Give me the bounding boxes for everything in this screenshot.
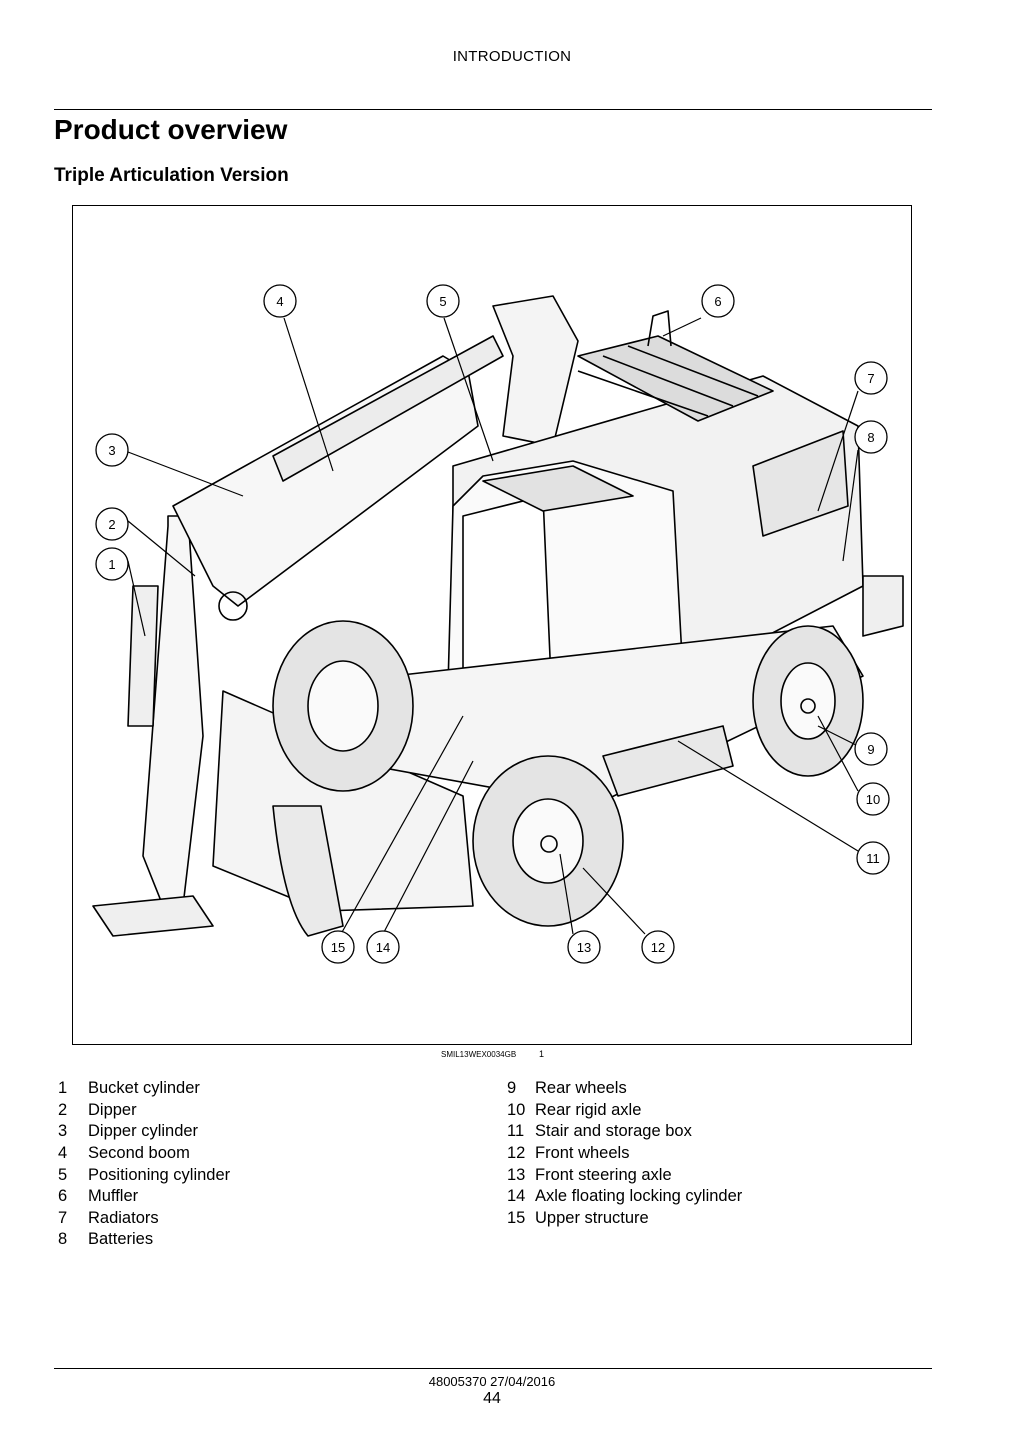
legend-item: 11 Stair and storage box: [507, 1121, 742, 1143]
callout-14-label: 14: [376, 940, 390, 955]
callout-2: 2: [95, 507, 129, 541]
callout-8-label: 8: [867, 430, 874, 445]
legend-item: 4 Second boom: [58, 1143, 230, 1165]
header-rule: [54, 109, 932, 110]
legend-label: Axle floating locking cylinder: [535, 1187, 743, 1206]
callout-7-label: 7: [867, 371, 874, 386]
callout-2-label: 2: [108, 517, 115, 532]
legend-item: 3 Dipper cylinder: [58, 1121, 230, 1143]
legend-num: 9: [507, 1079, 517, 1098]
legend-num: 3: [58, 1122, 68, 1141]
callout-12-label: 12: [651, 940, 665, 955]
callout-10: 10: [856, 782, 890, 816]
legend-label: Dipper: [88, 1100, 137, 1119]
callout-15: 15: [321, 930, 355, 964]
legend-right-column: 9 Rear wheels 10 Rear rigid axle 11 Stair a…: [507, 1078, 742, 1229]
legend-label: Radiators: [88, 1208, 159, 1227]
section-header: INTRODUCTION: [452, 48, 572, 65]
callout-3: 3: [95, 433, 129, 467]
callout-3-label: 3: [108, 443, 115, 458]
callout-5-label: 5: [439, 294, 446, 309]
legend-item: 6 Muffler: [58, 1186, 230, 1208]
legend-num: 14: [507, 1187, 526, 1206]
legend-label: Front wheels: [535, 1144, 630, 1163]
legend-left-column: 1 Bucket cylinder 2 Dipper 3 Dipper cylinde…: [58, 1078, 230, 1251]
legend-num: 11: [507, 1122, 525, 1141]
legend-item: 8 Batteries: [58, 1229, 230, 1251]
legend-num: 1: [58, 1079, 68, 1098]
legend-item: 9 Rear wheels: [507, 1078, 742, 1100]
legend-item: 13 Front steering axle: [507, 1164, 742, 1186]
callouts: 4 5 6 7 8 3 2 1 9 10 11 15 14 13 12: [95, 284, 890, 964]
legend-num: 12: [507, 1144, 526, 1163]
figure-caption-code: SMIL13WEX0034GB: [441, 1050, 517, 1059]
legend-label: Second boom: [88, 1144, 190, 1163]
legend-num: 8: [58, 1230, 68, 1249]
legend-num: 6: [58, 1187, 68, 1206]
legend-label: Rear wheels: [535, 1079, 627, 1098]
legend-item: 15 Upper structure: [507, 1208, 742, 1230]
callout-9-label: 9: [867, 742, 874, 757]
page-subtitle: Triple Articulation Version: [54, 165, 289, 186]
legend-item: 7 Radiators: [58, 1208, 230, 1230]
callout-13: 13: [567, 930, 601, 964]
callout-5: 5: [426, 284, 460, 318]
legend-num: 4: [58, 1144, 68, 1163]
callout-1: 1: [95, 547, 129, 581]
document-reference: 48005370 27/04/2016: [428, 1374, 556, 1389]
callout-13-label: 13: [577, 940, 591, 955]
legend-num: 13: [507, 1165, 526, 1184]
callout-6: 6: [701, 284, 735, 318]
page-number: 44: [483, 1390, 501, 1407]
callout-8: 8: [854, 420, 888, 454]
legend-num: 15: [507, 1208, 526, 1227]
legend-item: 14 Axle floating locking cylinder: [507, 1186, 742, 1208]
callout-4-label: 4: [276, 294, 283, 309]
legend-item: 5 Positioning cylinder: [58, 1164, 230, 1186]
callout-14: 14: [366, 930, 400, 964]
legend-num: 10: [507, 1100, 526, 1119]
callout-6-label: 6: [714, 294, 721, 309]
legend-num: 2: [58, 1100, 68, 1119]
footer-rule: [54, 1368, 932, 1369]
legend-label: Positioning cylinder: [88, 1165, 231, 1184]
legend-label: Dipper cylinder: [88, 1122, 199, 1141]
callout-4: 4: [263, 284, 297, 318]
callout-15-label: 15: [331, 940, 345, 955]
callout-10-label: 10: [866, 792, 880, 807]
callout-9: 9: [854, 732, 888, 766]
callout-7: 7: [854, 361, 888, 395]
legend-item: 12 Front wheels: [507, 1143, 742, 1165]
legend-label: Batteries: [88, 1230, 154, 1249]
callout-1-label: 1: [108, 557, 115, 572]
legend-label: Upper structure: [535, 1208, 649, 1227]
excavator-illustration: 4 5 6 7 8 3 2 1 9 10 11 15 14 13 12: [92, 284, 904, 964]
excavator-figure: 4 5 6 7 8 3 2 1 9 10 11 15 14 13 12: [72, 205, 912, 1045]
legend-label: Front steering axle: [535, 1165, 672, 1184]
legend-num: 7: [58, 1208, 68, 1227]
callout-12: 12: [641, 930, 675, 964]
machine-drawing: [92, 295, 904, 937]
legend-label: Rear rigid axle: [535, 1100, 642, 1119]
page-title: Product overview: [54, 114, 288, 145]
legend-item: 2 Dipper: [58, 1100, 230, 1122]
legend-label: Stair and storage box: [535, 1122, 692, 1141]
leader-lines: [127, 317, 859, 935]
callout-11: 11: [856, 841, 890, 875]
legend-label: Bucket cylinder: [88, 1079, 200, 1098]
figure-number: 1: [539, 1049, 545, 1059]
legend-num: 5: [58, 1165, 68, 1184]
legend-item: 1 Bucket cylinder: [58, 1078, 230, 1100]
legend-item: 10 Rear rigid axle: [507, 1100, 742, 1122]
callout-11-label: 11: [866, 851, 880, 866]
legend-label: Muffler: [88, 1187, 139, 1206]
